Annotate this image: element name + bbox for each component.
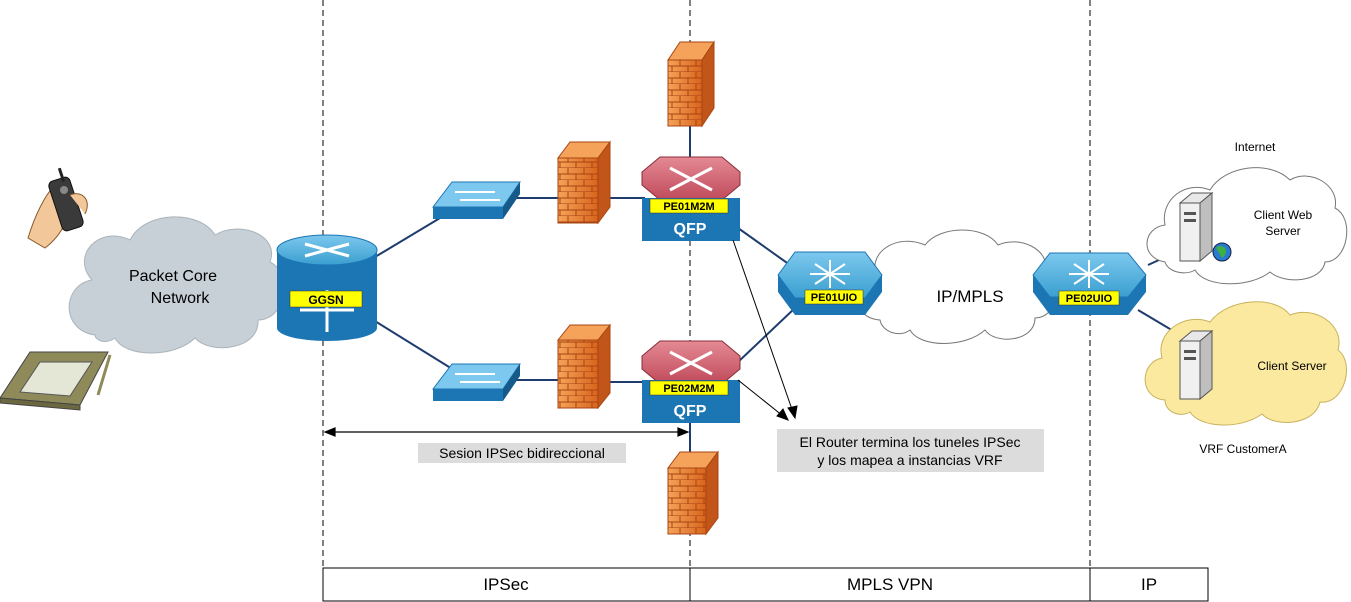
switch-bottom-icon xyxy=(431,363,521,401)
zone-footer: IPSec MPLS VPN IP xyxy=(322,567,1209,602)
pe02uio-router-icon: PE02UIO xyxy=(1032,252,1147,315)
qfp-bottom-label: QFP xyxy=(674,403,707,420)
pe02m2m-label: PE02M2M xyxy=(663,383,714,395)
vrf-label: VRF CustomerA xyxy=(1199,442,1286,456)
firewall-bottom-icon xyxy=(667,450,719,536)
ipsec-session-arrow xyxy=(323,427,690,437)
client-web-label-2: Server xyxy=(1265,224,1300,238)
pe01m2m-router-icon: PE01M2M QFP xyxy=(641,156,741,241)
pe02m2m-router-icon: PE02M2M QFP xyxy=(641,340,741,423)
pe01uio-label: PE01UIO xyxy=(811,292,858,304)
qfp-top-label: QFP xyxy=(674,221,707,238)
zone-ip-label: IP xyxy=(1141,575,1157,594)
pe01m2m-label: PE01M2M xyxy=(663,201,714,213)
ipsec-session-label-box: Sesion IPSec bidireccional xyxy=(418,443,626,463)
web-server-icon xyxy=(1178,191,1232,263)
switch-top-icon xyxy=(431,181,521,219)
client-web-label-1: Client Web xyxy=(1254,208,1313,222)
router-note-line-2: y los mapea a instancias VRF xyxy=(817,452,1002,468)
ggsn-label: GGSN xyxy=(308,293,343,307)
packet-core-cloud: Packet Core Network xyxy=(68,216,285,354)
router-note-line-1: El Router termina los tuneles IPSec xyxy=(800,434,1021,450)
ggsn-router-icon: GGSN xyxy=(276,234,378,341)
ipmpls-label: IP/MPLS xyxy=(936,287,1003,306)
client-server-cloud: Client Server VRF CustomerA xyxy=(1144,301,1347,456)
zone-mpls-vpn-label: MPLS VPN xyxy=(847,575,933,594)
pe02uio-label: PE02UIO xyxy=(1066,293,1113,305)
internet-cloud: Internet Client Web Server xyxy=(1146,140,1348,285)
tablet-icon xyxy=(0,351,112,411)
client-server-icon xyxy=(1178,329,1214,401)
mobile-phone-icon xyxy=(27,167,88,249)
client-server-label: Client Server xyxy=(1257,359,1326,373)
firewall-lower-mid-icon xyxy=(556,323,612,410)
ipsec-session-label: Sesion IPSec bidireccional xyxy=(439,445,605,461)
packet-core-label-1: Packet Core xyxy=(129,268,217,285)
packet-core-label-2: Network xyxy=(151,290,211,307)
ipmpls-cloud: IP/MPLS xyxy=(857,229,1058,344)
note-arrows xyxy=(732,239,798,421)
pe01uio-router-icon: PE01UIO xyxy=(777,251,883,315)
internet-label: Internet xyxy=(1235,140,1276,154)
firewall-top-icon xyxy=(667,40,715,128)
firewall-upper-mid-icon xyxy=(557,140,611,225)
router-note-box: El Router termina los tuneles IPSec y lo… xyxy=(777,429,1044,472)
zone-ipsec-label: IPSec xyxy=(483,575,529,594)
